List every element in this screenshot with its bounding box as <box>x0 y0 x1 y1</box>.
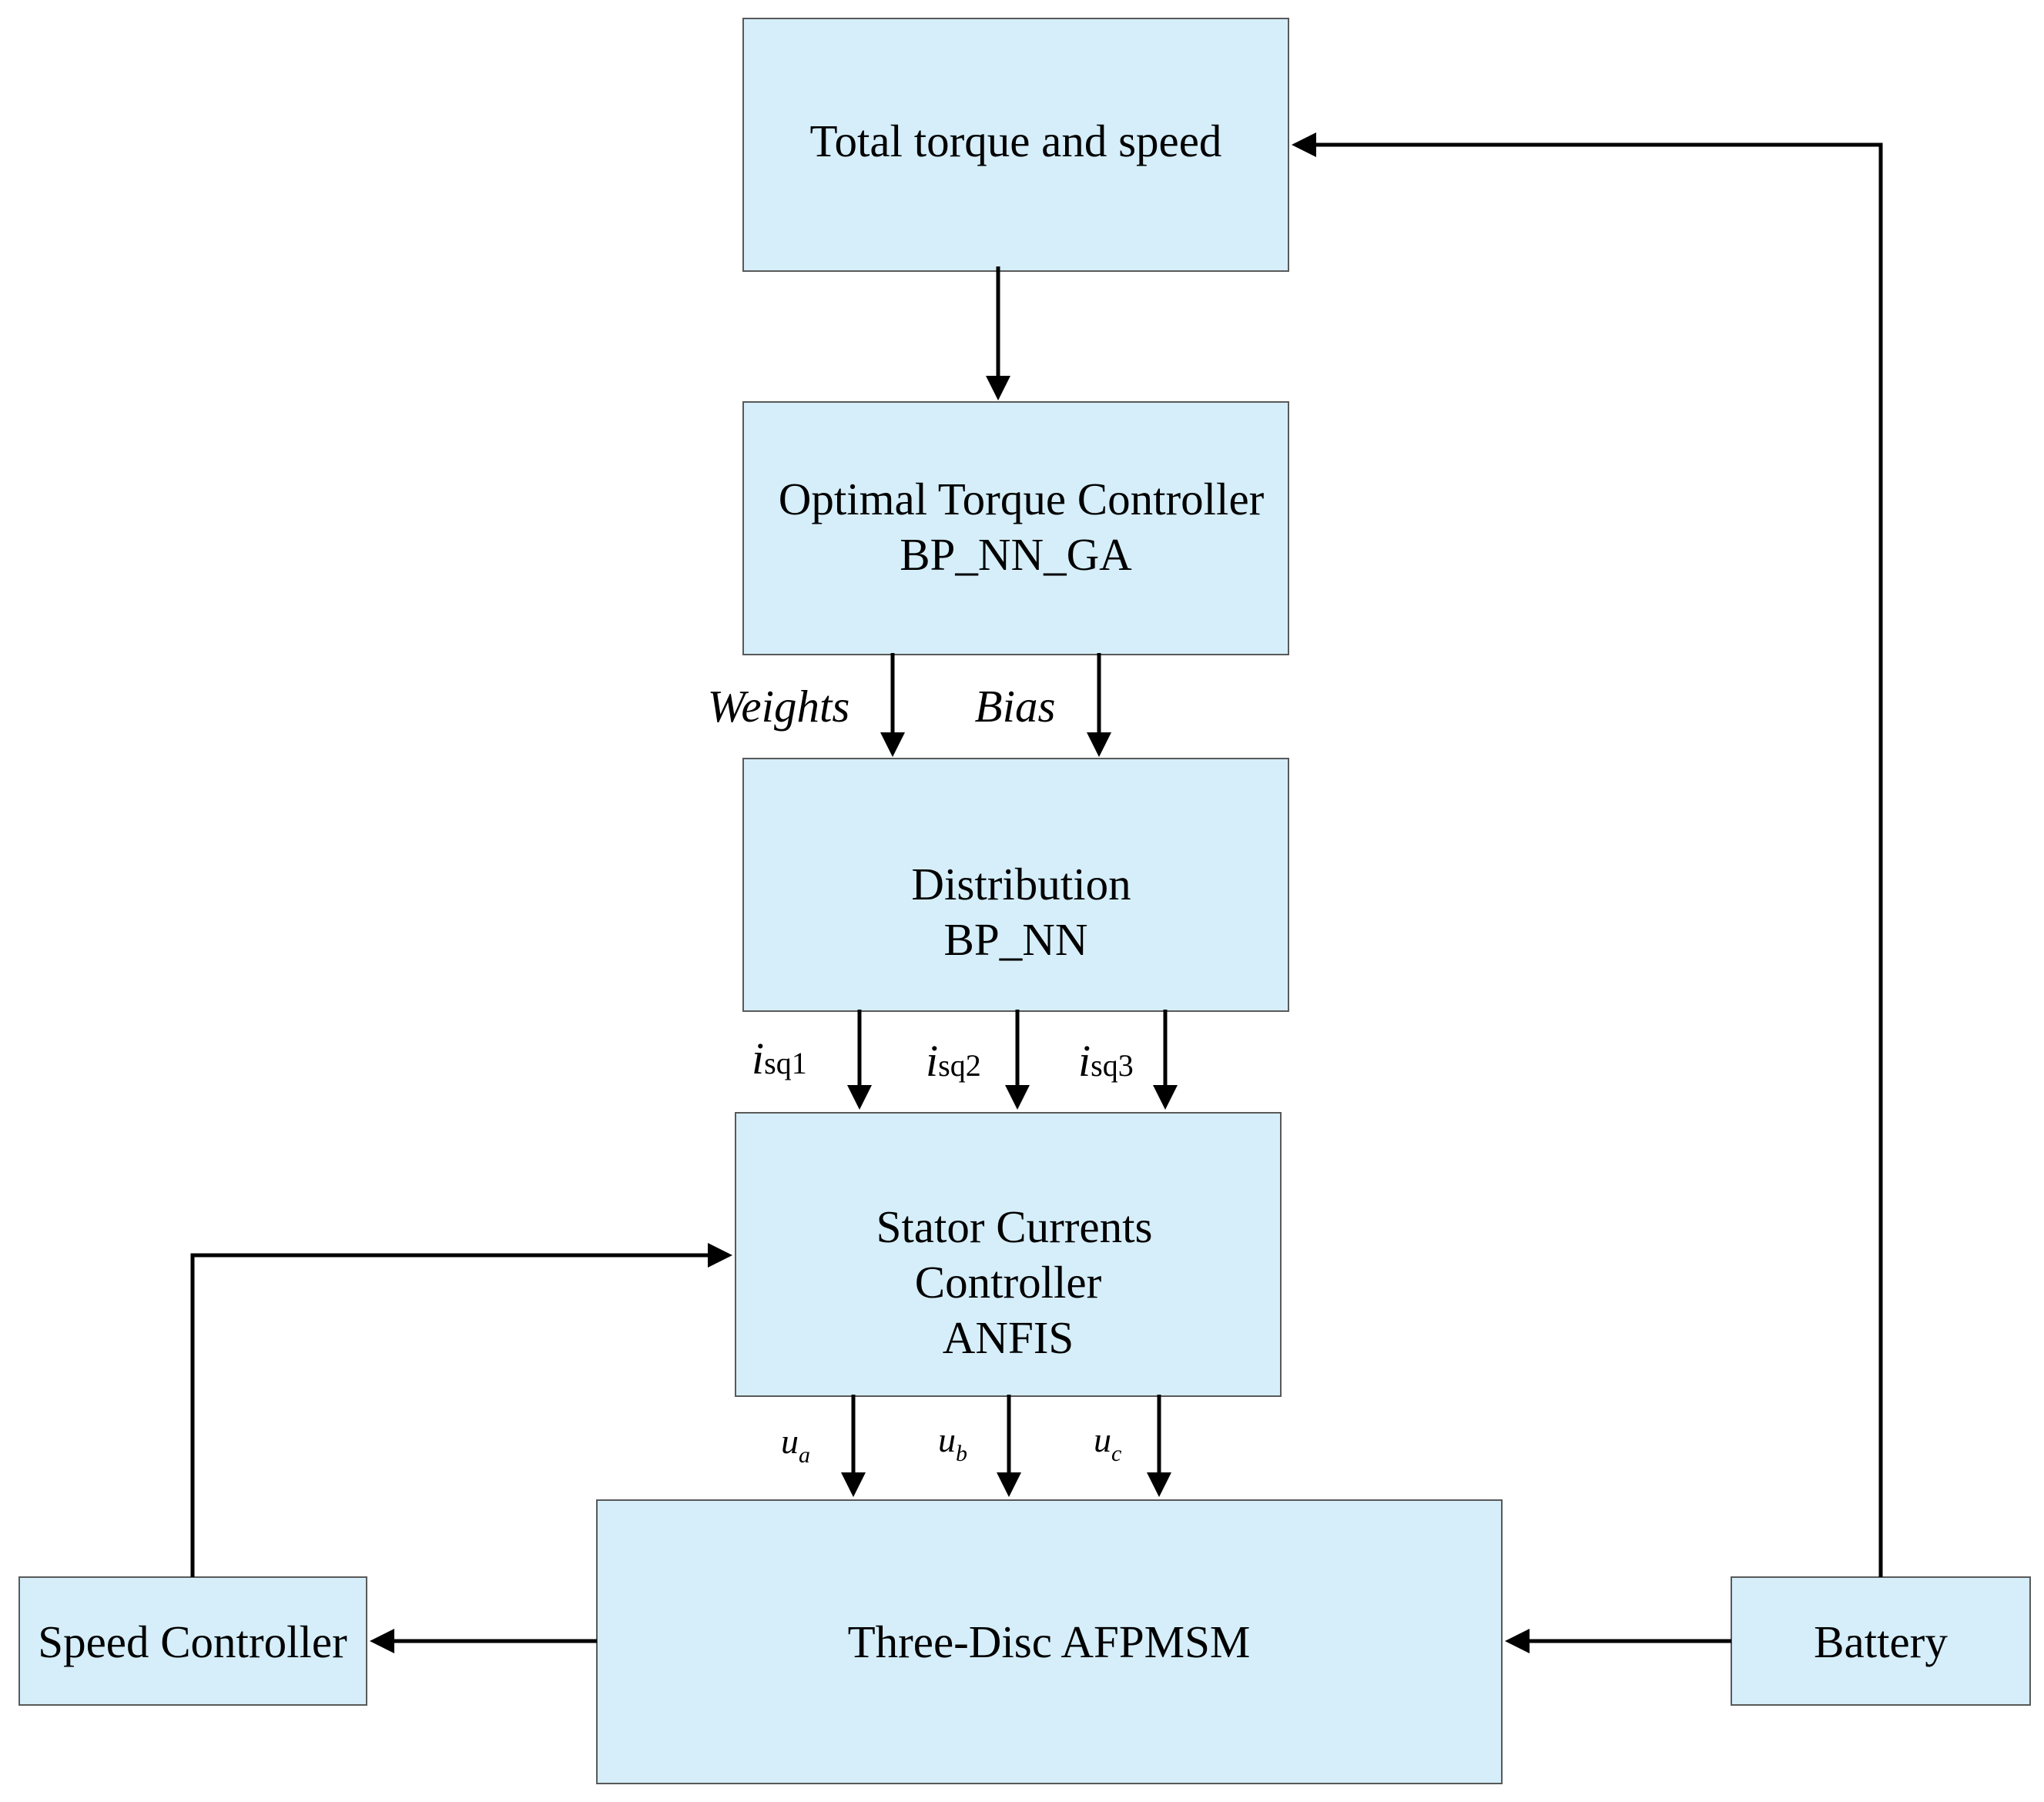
distribution-block <box>742 758 1289 1012</box>
arrowhead-speed-to-stator <box>708 1243 732 1268</box>
arrowhead-bias <box>1087 732 1111 757</box>
total-torque-speed-label: Total torque and speed <box>810 116 1222 166</box>
bias-label: Bias <box>975 681 1056 732</box>
arrow-battery-to-total <box>1313 142 1883 1577</box>
arrow-speed-to-stator <box>190 1253 711 1577</box>
weights-label: Weights <box>708 681 850 732</box>
arrowhead-weights <box>880 732 905 757</box>
speed-controller-label: Speed Controller <box>38 1616 347 1667</box>
isq1-label: isq1 <box>752 1033 807 1084</box>
optimal-torque-controller-label: Optimal Torque Controller <box>779 474 1265 524</box>
stator-currents-label: Stator Currents <box>876 1201 1153 1252</box>
anfis-label: ANFIS <box>943 1312 1074 1363</box>
arrowhead-uc <box>1147 1472 1171 1497</box>
arrowhead-battery-to-total <box>1292 132 1316 157</box>
arrowhead-motor-to-speed <box>370 1629 394 1653</box>
three-disc-afpmsm-label: Three-Disc AFPMSM <box>848 1616 1251 1667</box>
three-disc-afpmsm-block <box>596 1499 1503 1784</box>
arrowhead-isq2 <box>1005 1085 1030 1110</box>
arrowhead-ub <box>997 1472 1021 1497</box>
uc-label: uc <box>1094 1420 1121 1466</box>
distribution-label: Distribution <box>911 859 1131 909</box>
ub-label: ub <box>938 1420 967 1466</box>
controller-label: Controller <box>915 1257 1102 1308</box>
stator-currents-controller-block <box>735 1112 1282 1397</box>
isq2-label: isq2 <box>926 1036 981 1086</box>
arrowhead-total-to-optimal <box>986 376 1010 400</box>
arrowhead-battery-to-motor <box>1505 1629 1530 1653</box>
battery-block <box>1731 1576 2031 1706</box>
isq3-label: isq3 <box>1078 1036 1134 1086</box>
ua-label: ua <box>781 1422 810 1468</box>
arrowhead-ua <box>841 1472 866 1497</box>
battery-label: Battery <box>1814 1616 1948 1667</box>
bp-nn-label: BP_NN <box>944 914 1088 965</box>
arrowhead-isq1 <box>847 1085 872 1110</box>
bp-nn-ga-label: BP_NN_GA <box>900 529 1132 580</box>
optimal-torque-controller-block <box>742 401 1289 655</box>
speed-controller-block <box>18 1576 367 1706</box>
total-torque-speed-block <box>742 18 1289 272</box>
arrowhead-isq3 <box>1153 1085 1178 1110</box>
